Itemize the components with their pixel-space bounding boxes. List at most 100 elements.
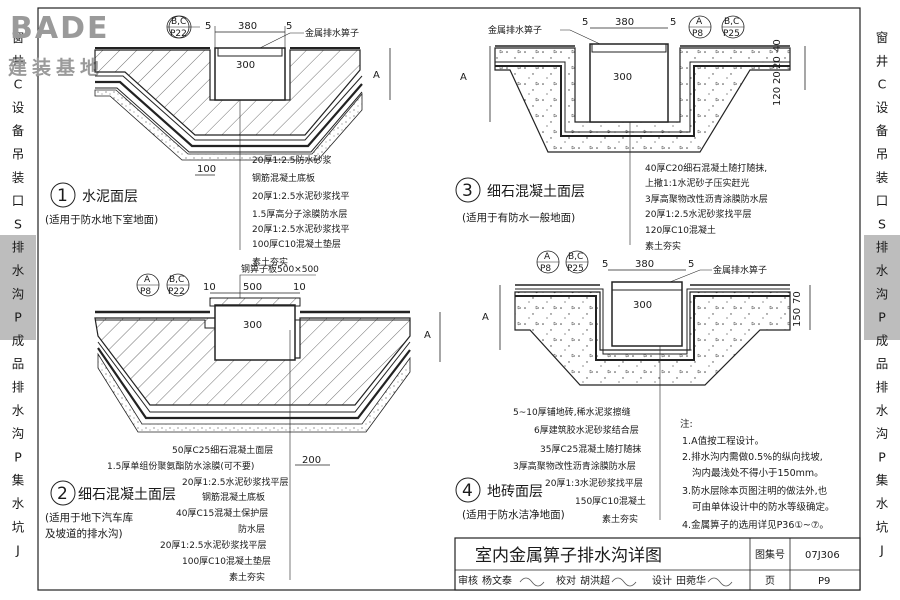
d1-dim-5b: 5 — [286, 21, 292, 32]
d1-dim-100: 100 — [197, 164, 216, 175]
detail-2-layer-b — [97, 347, 411, 420]
note-4: 4.金属箅子的选用详见P36①~⑦。 — [682, 519, 829, 531]
d3-layer-4: 20厚1:2.5水泥砂浆找平层 — [645, 208, 752, 220]
d3-ref-p8: P8 — [692, 29, 703, 39]
detail-2-trench — [214, 304, 296, 361]
d2-dim-10a: 10 — [203, 282, 216, 293]
d3-layer-5: 120厚C10混凝土 — [645, 224, 716, 236]
d2-layer-4: 钢筋混凝土底板 — [202, 491, 265, 503]
right-index-char: 水 — [876, 263, 889, 278]
right-index-highlight — [864, 235, 900, 340]
d2-subtitle-2: 及坡道的排水沟) — [45, 527, 123, 540]
d1-layer-4: 1.5厚高分子涂膜防水层 — [252, 208, 347, 220]
d1-dim-300: 300 — [236, 60, 255, 71]
right-index-char: 窗 — [876, 30, 889, 45]
d2-ref-p8: P8 — [140, 287, 151, 297]
role-review: 审核 — [458, 574, 478, 587]
detail-4-trench — [611, 281, 683, 347]
d3-layer-1: 40厚C20细石混凝土随打随抹, — [645, 162, 767, 174]
left-index-char: 窗 — [12, 30, 25, 45]
d4-layer-labels: 5~10厚铺地砖,稀水泥浆擦缝 6厚建筑胶水泥砂浆结合层 35厚C25混凝土随打… — [513, 406, 646, 525]
d2-dim-300: 300 — [243, 320, 262, 331]
left-index-char: 水 — [12, 496, 25, 511]
d4-subtitle: (适用于防水洁净地面) — [462, 508, 565, 521]
drawing-title: 室内金属箅子排水沟详图 — [475, 546, 662, 566]
name-design: 田菀华 — [676, 574, 706, 587]
d1-layer-5: 20厚1:2.5水泥砂浆找平 — [252, 223, 350, 235]
d3-number: 3 — [462, 181, 473, 201]
d4-number-circle — [455, 477, 481, 503]
note-2b: 沟内最浅处不得小于150mm。 — [692, 467, 824, 479]
d4-ref-p25: P25 — [567, 264, 584, 274]
right-index-char: 水 — [876, 403, 889, 418]
right-index-char: 品 — [876, 356, 889, 371]
d2-number: 2 — [57, 484, 68, 504]
left-index-char: 沟 — [12, 426, 25, 441]
detail-4-layer-b — [515, 295, 790, 361]
d3-dim-5b: 5 — [670, 17, 676, 28]
d2-ref-bc: B,C — [169, 275, 184, 285]
detail-1-layer-c — [95, 87, 363, 153]
d3-dim-20a: 20 — [772, 56, 783, 69]
d2-ref-a: A — [144, 275, 151, 285]
left-index-char: P — [14, 449, 22, 464]
detail-1-layer-b — [95, 80, 363, 148]
d2-title: 细石混凝土面层 — [78, 487, 176, 503]
d2-dim-500: 500 — [243, 282, 262, 293]
left-index-char: 吊 — [12, 147, 25, 162]
d4-layer-4: 3厚高聚物改性沥青涂膜防水层 — [513, 460, 636, 472]
right-index-char: 集 — [876, 473, 889, 488]
left-index-highlight — [0, 235, 36, 340]
d4-title: 地砖面层 — [487, 484, 543, 500]
d3-dim-5a: 5 — [582, 17, 588, 28]
d3-layer-3: 3厚高聚物改性沥青涂膜防水层 — [645, 193, 768, 205]
d1-number: 1 — [57, 186, 68, 206]
left-index-char: 沟 — [12, 286, 25, 301]
d3-layer-6: 素土夯实 — [645, 240, 681, 252]
note-2: 2.排水沟内需做0.5%的纵向找坡, — [682, 451, 823, 463]
d4-ref-a: A — [544, 252, 551, 262]
d2-layer-7: 20厚1:2.5水泥砂浆找平层 — [160, 539, 267, 551]
detail-1-grate — [217, 47, 283, 57]
right-index-char: 备 — [876, 123, 889, 138]
left-index-char: 排 — [12, 380, 25, 395]
d1-grate-label: 金属排水箅子 — [305, 27, 359, 39]
d4-dim-70: 70 — [792, 291, 803, 304]
detail-1-section: 380 5 5 300 A 100 B,C P22 金属排水箅子 20厚1:2.… — [45, 15, 391, 268]
d1-layer-7: 素土夯实 — [252, 256, 288, 268]
d2-subtitle-1: (适用于地下汽车库 — [45, 511, 133, 524]
d4-layer-1: 5~10厚铺地砖,稀水泥浆擦缝 — [513, 406, 631, 418]
d1-layer-labels: 20厚1:2.5防水砂浆 钢筋混凝土底板 20厚1:2.5水泥砂浆找平 1.5厚… — [252, 154, 350, 268]
d3-dim-380: 380 — [615, 17, 634, 28]
d1-title: 水泥面层 — [82, 189, 138, 205]
d3-dim-300: 300 — [613, 72, 632, 83]
d3-layer-labels: 40厚C20细石混凝土随打随抹, 上撒1:1水泥砂子压实赶光 3厚高聚物改性沥青… — [645, 162, 768, 252]
d3-dim-40: 40 — [772, 39, 783, 52]
d1-layer-6: 100厚C10混凝土垫层 — [252, 238, 341, 250]
detail-1-bedding — [94, 89, 363, 161]
page-number: P9 — [818, 576, 830, 587]
d4-dim-a: A — [482, 312, 489, 323]
d4-ref-bc: B,C — [568, 252, 583, 262]
detail-3-concrete — [494, 47, 791, 153]
d2-layer-1: 50厚C25细石混凝土面层 — [172, 444, 273, 456]
d1-dim-5a: 5 — [205, 21, 211, 32]
d3-dim-120: 120 — [772, 87, 783, 106]
d3-dim-20b: 20 — [772, 71, 783, 84]
d3-number-circle — [455, 177, 481, 203]
d2-grate-label: 钢箅子板500×500 — [241, 263, 319, 275]
note-3b: 可由单体设计中的防水等级确定。 — [692, 501, 835, 513]
d2-layer-3: 20厚1:2.5水泥砂浆找平层 — [182, 476, 289, 488]
role-design: 设计 — [652, 574, 672, 587]
d3-ref-a: A — [696, 17, 703, 27]
right-index-char: 排 — [876, 240, 889, 255]
right-index-char: 井 — [876, 53, 889, 68]
d1-ref-p22: P22 — [170, 29, 187, 39]
page-label: 页 — [765, 575, 775, 587]
right-index-char: 水 — [876, 496, 889, 511]
d4-layer-7: 素土夯实 — [602, 513, 638, 525]
left-index-char: P — [14, 310, 22, 325]
d1-dim-380: 380 — [238, 21, 257, 32]
